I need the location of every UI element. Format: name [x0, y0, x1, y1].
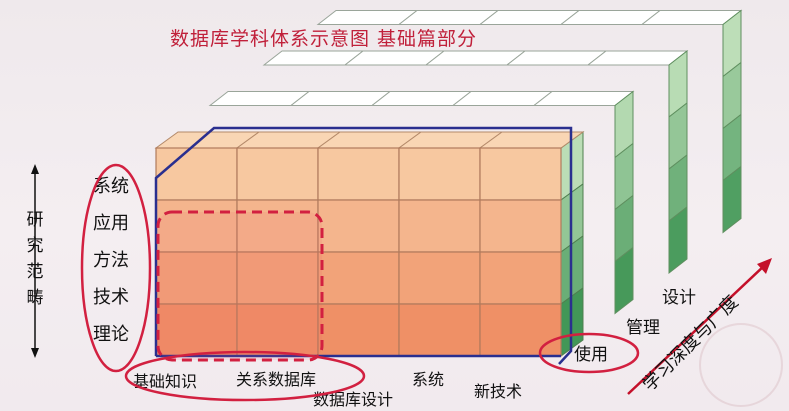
horizontal-item-label: 关系数据库	[236, 370, 316, 389]
horizontal-item-label: 新技术	[474, 382, 522, 401]
depth-level-label: 使用	[574, 344, 608, 365]
front-cube	[398, 199, 481, 253]
front-cube	[155, 147, 238, 201]
blue-frame-outline	[154, 126, 573, 365]
front-cube	[236, 147, 319, 201]
front-cube	[479, 147, 562, 201]
vertical-axis-label: 范	[27, 262, 44, 282]
front-cube	[479, 303, 562, 357]
front-cube	[479, 199, 562, 253]
horizontal-item-label: 数据库设计	[313, 390, 393, 409]
depth-arrow-head	[757, 258, 772, 274]
highlight-region	[156, 210, 324, 362]
depth-arrow-line	[627, 264, 766, 395]
front-cube	[236, 199, 319, 253]
axis-arrow-down	[31, 348, 39, 358]
front-cube	[155, 199, 238, 253]
side-green-block	[614, 246, 634, 315]
level-label: 理论	[93, 324, 129, 345]
front-cube	[317, 251, 400, 305]
front-cube	[317, 199, 400, 253]
vertical-axis-label: 研	[27, 210, 44, 230]
watermark-seal	[699, 323, 783, 407]
front-cube	[398, 251, 481, 305]
vertical-axis-label: 畴	[27, 288, 44, 308]
level-label: 技术	[93, 287, 129, 308]
base-highlight-ellipse	[124, 350, 366, 402]
depth-level-label: 管理	[626, 318, 660, 338]
front-cube	[317, 303, 400, 357]
page-title: 数据库学科体系示意图 基础篇部分	[170, 28, 478, 50]
front-cube	[317, 147, 400, 201]
depth-level-label: 设计	[662, 288, 696, 308]
vertical-axis-label: 究	[27, 236, 44, 256]
side-green-block	[668, 205, 688, 275]
horizontal-item-label: 系统	[412, 370, 444, 389]
front-cube	[236, 251, 319, 305]
axis-arrow-up	[31, 164, 39, 174]
use-highlight-ellipse	[538, 332, 640, 374]
front-cube	[479, 251, 562, 305]
front-cube	[398, 147, 481, 201]
level-label: 应用	[93, 213, 129, 234]
levels-highlight-ellipse	[80, 163, 152, 373]
level-label: 方法	[93, 250, 129, 271]
side-green-block	[722, 165, 742, 234]
horizontal-item-label: 基础知识	[133, 372, 197, 391]
front-cube	[398, 303, 481, 357]
level-label: 系统	[93, 176, 129, 197]
